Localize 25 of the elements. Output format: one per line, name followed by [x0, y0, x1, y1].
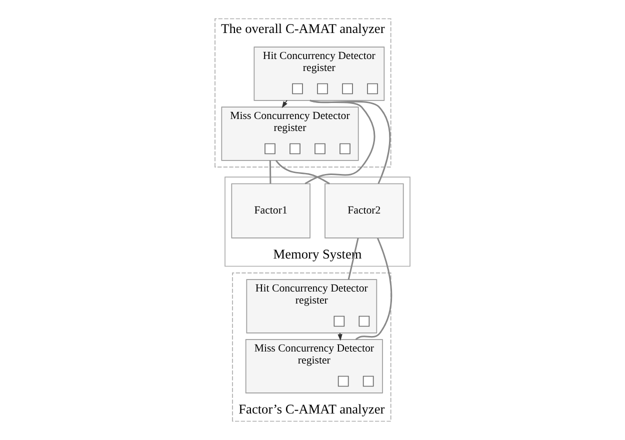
node-box — [314, 143, 326, 154]
node-box — [367, 83, 378, 94]
node-box — [290, 143, 300, 154]
node-box — [264, 143, 276, 154]
connector — [348, 238, 359, 280]
connector — [275, 160, 330, 184]
arrow — [282, 100, 288, 108]
cluster: Miss Concurrency Detector register — [245, 339, 383, 394]
node-box — [342, 83, 353, 94]
cluster: Hit Concurrency Detector register — [246, 279, 378, 334]
connector — [304, 100, 376, 184]
node-box — [358, 316, 370, 327]
cluster: Hit Concurrency Detector register — [254, 46, 385, 101]
node-box — [317, 83, 328, 94]
node-box — [338, 376, 349, 387]
connector — [310, 100, 391, 184]
cluster: Miss Concurrency Detector register — [221, 106, 359, 161]
node-box: Factor2 — [324, 183, 404, 238]
connector — [269, 160, 272, 184]
node-box — [362, 376, 374, 387]
node-box: Factor1 — [231, 183, 310, 238]
connector — [355, 238, 392, 340]
node-box — [340, 143, 350, 154]
node-box — [292, 83, 303, 94]
node-box — [334, 316, 345, 327]
